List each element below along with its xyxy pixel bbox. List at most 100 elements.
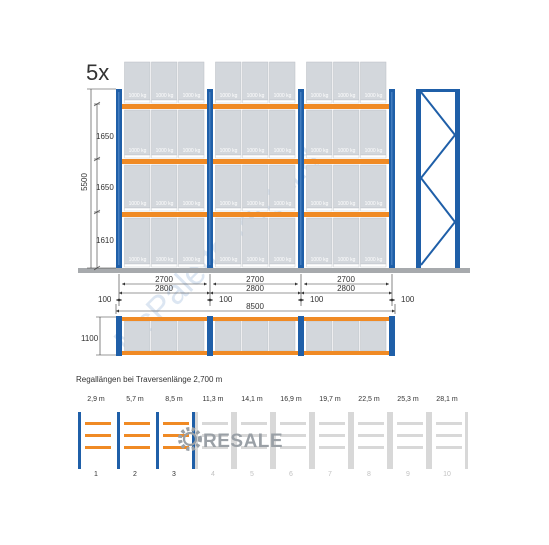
multiplier-label: 5x (86, 60, 109, 85)
pallet-base (269, 99, 296, 104)
pallet-load (124, 164, 151, 209)
upright-holes (118, 92, 120, 265)
pallet-weight-label: 1000 kg (311, 257, 329, 263)
side-frame (416, 89, 460, 268)
pallet-base (215, 99, 242, 104)
pallet-weight-label: 1000 kg (365, 201, 383, 207)
dim-arrows (207, 298, 213, 302)
pallet-load (360, 217, 387, 265)
pallet-top (151, 320, 178, 352)
pallet-load (360, 109, 387, 156)
pallet-base (178, 207, 205, 212)
pallet-load (269, 109, 296, 156)
pallet-weight-label: 1000 kg (220, 257, 238, 263)
length-beam (319, 446, 345, 449)
pallet-base (269, 263, 296, 268)
pallet-weight-label: 1000 kg (220, 201, 238, 207)
length-upright-end (426, 412, 429, 469)
pallet-weight-label: 1000 kg (311, 201, 329, 207)
beam (213, 159, 298, 164)
beam-top (304, 351, 389, 355)
length-number: 3 (172, 471, 176, 478)
length-beam (319, 434, 345, 437)
pallet-base (360, 154, 387, 159)
pallet-load (215, 164, 242, 209)
pallet-base (151, 99, 178, 104)
pallet-weight-label: 1000 kg (183, 257, 201, 263)
pallet-base (306, 154, 333, 159)
length-upright (156, 412, 159, 469)
length-beam (85, 422, 111, 425)
beam-top (304, 317, 389, 321)
beam-top (213, 351, 298, 355)
top-view (96, 316, 395, 356)
pallet-base (124, 99, 151, 104)
pallet-weight-label: 1000 kg (183, 93, 201, 99)
dim-level-1: 1650 (96, 132, 114, 141)
pallet-load (333, 109, 360, 156)
pallet-load (360, 61, 387, 101)
length-beam (358, 434, 384, 437)
pallet-weight-label: 1000 kg (338, 93, 356, 99)
length-beam (436, 422, 462, 425)
length-number: 6 (289, 471, 293, 478)
dim-bay-outer-1: 2800 (155, 284, 173, 293)
beam (304, 212, 389, 217)
beam (122, 212, 207, 217)
length-value: 25,3 m (397, 396, 419, 403)
rack-frame (78, 89, 470, 273)
pallet-weight-label: 1000 kg (129, 201, 147, 207)
pallet-base (333, 154, 360, 159)
pallet-base (333, 207, 360, 212)
pallet-load (306, 164, 333, 209)
dim-total-length: 8500 (246, 302, 264, 311)
length-upright (117, 412, 120, 469)
length-value: 22,5 m (358, 396, 380, 403)
length-value: 5,7 m (126, 396, 144, 403)
length-beam (358, 446, 384, 449)
length-beam (280, 434, 306, 437)
pallet-load (306, 109, 333, 156)
beam (304, 104, 389, 109)
pallet-load (151, 61, 178, 101)
pallet-top (306, 320, 333, 352)
upright-top (389, 316, 395, 356)
dim-tick (93, 101, 101, 107)
pallet-weight-label: 1000 kg (365, 257, 383, 263)
pallet-load (306, 61, 333, 101)
length-number: 2 (133, 471, 137, 478)
pallet-weight-label: 1000 kg (365, 93, 383, 99)
length-beam (163, 434, 189, 437)
dim-gap-right: 100 (401, 295, 415, 304)
dim-arrows (298, 298, 304, 302)
pallet-weight-label: 1000 kg (156, 257, 174, 263)
length-upright-end (309, 412, 312, 469)
pallet-stacks: 1000 kg 1000 kg 1000 kg 1000 kg 1000 kg 1000 … (124, 61, 387, 268)
pallet-load (124, 217, 151, 265)
pallet-load (333, 217, 360, 265)
pallet-weight-label: 1000 kg (129, 148, 147, 154)
pallet-base (242, 154, 269, 159)
side-upright-left (416, 89, 421, 268)
pallet-weight-label: 1000 kg (247, 201, 265, 207)
length-value: 8,5 m (165, 396, 183, 403)
upright-top (298, 316, 304, 356)
pallet-base (242, 263, 269, 268)
length-beam (397, 446, 423, 449)
pallet-weight-label: 1000 kg (338, 148, 356, 154)
length-beam (397, 434, 423, 437)
pallet-weight-label: 1000 kg (156, 148, 174, 154)
beam-top (122, 317, 207, 321)
pallet-base (151, 263, 178, 268)
dimension-lines (87, 88, 396, 314)
pallet-load (306, 217, 333, 265)
pallet-weight-label: 1000 kg (274, 201, 292, 207)
pallet-weight-label: 1000 kg (365, 148, 383, 154)
pallet-weight-label: 1000 kg (220, 93, 238, 99)
length-beam (163, 422, 189, 425)
side-upright-right (455, 89, 460, 268)
floor (78, 268, 470, 273)
pallet-weight-label: 1000 kg (129, 257, 147, 263)
